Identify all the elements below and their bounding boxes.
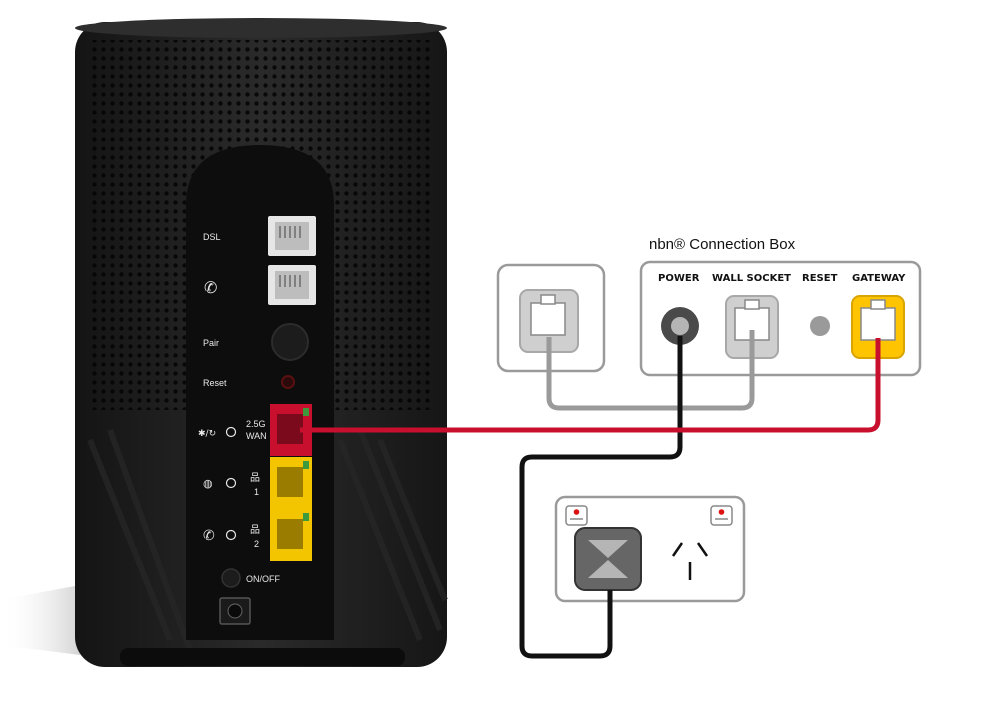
router: DSL ✆ Pair Reset ✱/↻ 2.5G WAN ◍ bbox=[75, 18, 448, 667]
wan-label-line2: WAN bbox=[246, 431, 267, 441]
phone-wall-socket bbox=[496, 263, 606, 373]
nbn-reset-label: RESET bbox=[802, 273, 838, 284]
lan1-label: 1 bbox=[254, 487, 259, 497]
nbn-wall-socket-label: WALL SOCKET bbox=[712, 273, 791, 284]
internet-status-led bbox=[225, 477, 237, 489]
lan2-network-icon: 品 bbox=[250, 524, 260, 536]
wan-label-line1: 2.5G bbox=[246, 419, 266, 429]
lan2-port[interactable] bbox=[270, 509, 312, 561]
reset-label: Reset bbox=[203, 378, 227, 388]
wan-ethernet-cable bbox=[300, 338, 881, 433]
dsl-label: DSL bbox=[203, 232, 221, 242]
pair-button[interactable] bbox=[271, 323, 309, 361]
floor-shadow bbox=[0, 585, 80, 655]
phone-port[interactable] bbox=[268, 265, 316, 305]
phone-icon: ✆ bbox=[204, 278, 217, 297]
lan1-port[interactable] bbox=[270, 457, 312, 509]
lan2-label: 2 bbox=[254, 539, 259, 549]
dc-power-jack[interactable] bbox=[219, 597, 251, 625]
lan1-network-icon: 品 bbox=[250, 472, 260, 484]
nbn-gateway-label: GATEWAY bbox=[852, 273, 906, 284]
bluetooth-wps-icon: ✱/↻ bbox=[198, 429, 216, 439]
power-cable bbox=[519, 336, 683, 659]
power-button[interactable] bbox=[221, 568, 241, 588]
phone-wall-socket-jack[interactable] bbox=[519, 289, 579, 353]
dsl-port[interactable] bbox=[268, 216, 316, 256]
reset-pinhole[interactable] bbox=[281, 375, 295, 389]
power-wall-outlet bbox=[554, 495, 746, 603]
nbn-power-port[interactable] bbox=[661, 307, 699, 345]
router-foot bbox=[120, 648, 405, 666]
nbn-wall-socket-port[interactable] bbox=[725, 295, 779, 359]
nbn-connection-box: POWER WALL SOCKET RESET GATEWAY bbox=[639, 260, 922, 377]
nbn-reset-button[interactable] bbox=[810, 316, 830, 336]
wall-socket-cable bbox=[546, 330, 755, 411]
wan-status-led bbox=[225, 426, 237, 438]
voice-status-led bbox=[225, 529, 237, 541]
outlet-switch-left[interactable] bbox=[565, 505, 588, 526]
onoff-label: ON/OFF bbox=[246, 574, 280, 584]
power-plug bbox=[574, 527, 642, 591]
internet-globe-icon: ◍ bbox=[203, 477, 213, 490]
nbn-power-label: POWER bbox=[658, 273, 700, 284]
nbn-box-title: nbn® Connection Box bbox=[649, 236, 796, 253]
empty-socket-pins bbox=[671, 542, 709, 580]
pair-label: Pair bbox=[203, 338, 219, 348]
outlet-switch-right[interactable] bbox=[710, 505, 733, 526]
router-top-rim bbox=[75, 18, 447, 38]
base-texture bbox=[87, 428, 448, 652]
nbn-gateway-port[interactable] bbox=[851, 295, 905, 359]
voice-phone-icon: ✆ bbox=[203, 528, 215, 544]
